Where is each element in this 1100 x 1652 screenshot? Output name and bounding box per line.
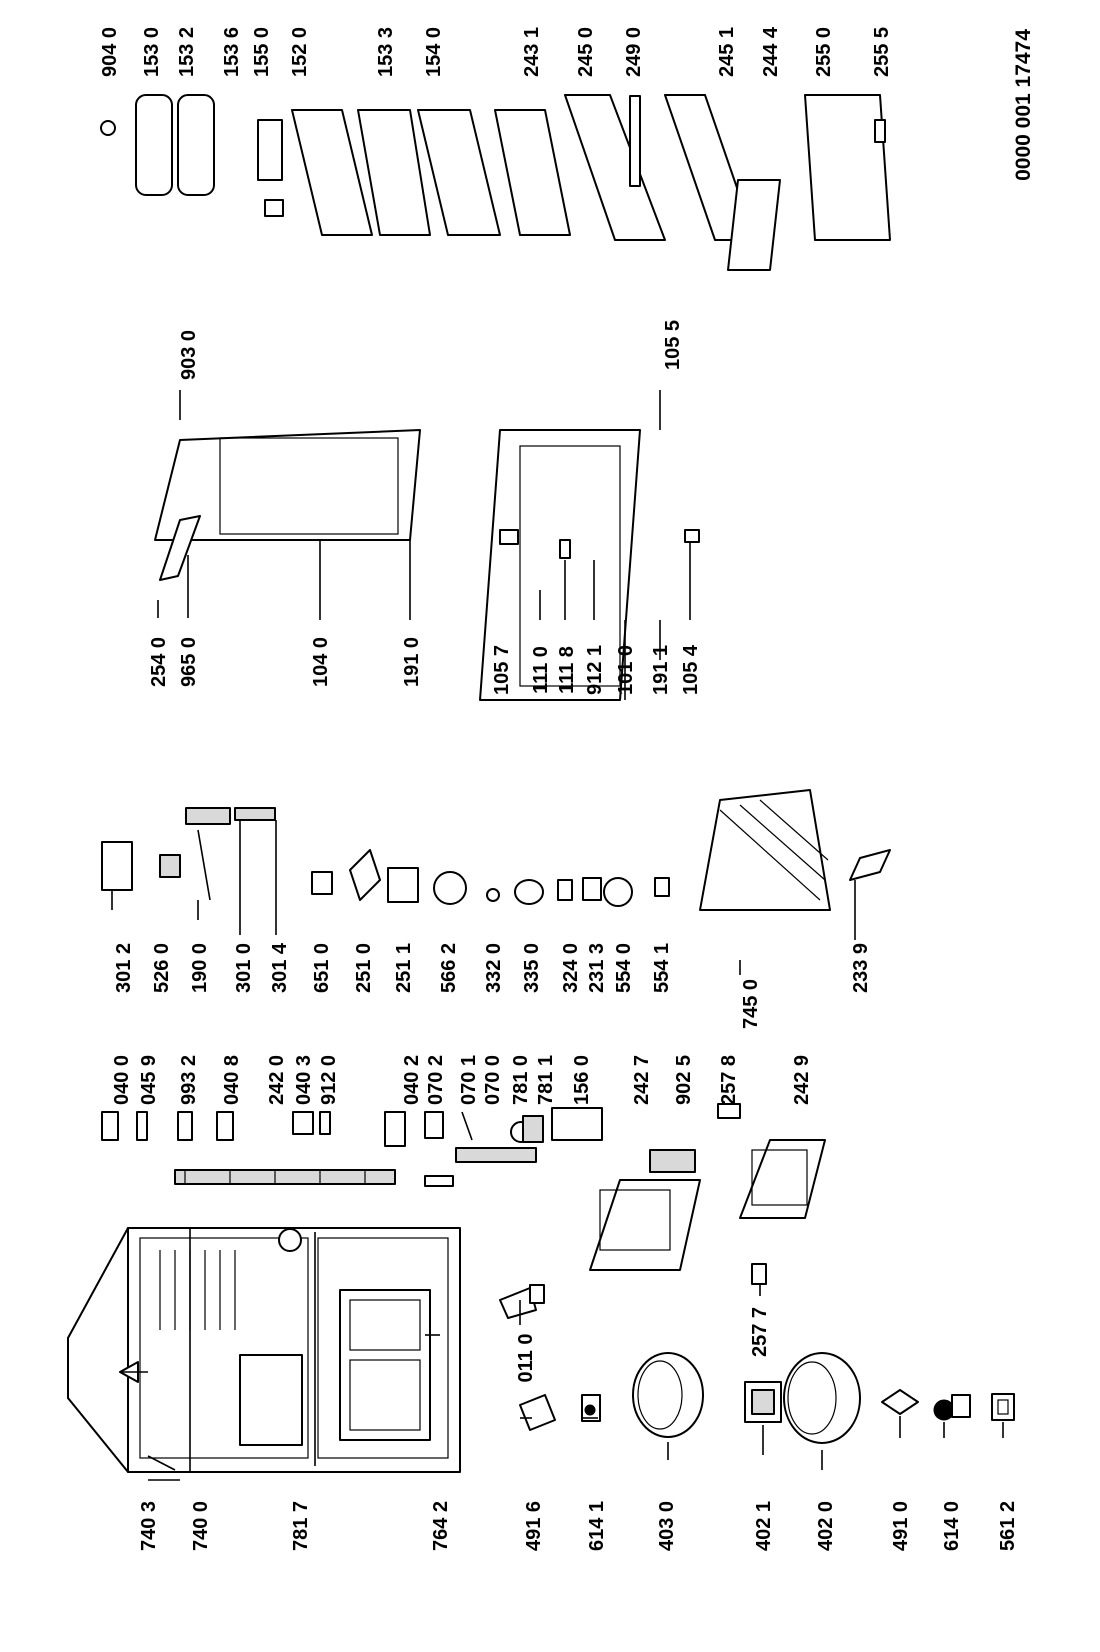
part-label: 070 2 — [425, 1055, 447, 1105]
part-label: 153 2 — [176, 27, 198, 77]
part-label: 040 0 — [111, 1055, 133, 1105]
part-label: 651 0 — [311, 943, 333, 993]
part-label: 070 0 — [482, 1055, 504, 1105]
part-label: 402 0 — [815, 1501, 837, 1551]
part-label: 153 0 — [141, 27, 163, 77]
part-label: 153 3 — [375, 27, 397, 77]
part-label: 191 1 — [650, 645, 672, 695]
callout-labels: 740 3 740 0 781 7 764 2 491 6 614 1 403 … — [99, 26, 1035, 1551]
part-label: 254 0 — [148, 637, 170, 687]
part-label: 251 0 — [353, 943, 375, 993]
part-label: 156 0 — [571, 1055, 593, 1105]
part-label: 105 7 — [491, 645, 513, 695]
part-label: 111 8 — [556, 646, 578, 694]
part-label: 257 8 — [718, 1055, 740, 1105]
part-label: 244 4 — [760, 26, 782, 77]
part-label: 243 1 — [521, 27, 543, 77]
part-label: 904 0 — [99, 27, 121, 77]
part-label: 242 0 — [266, 1055, 288, 1105]
part-label: 740 0 — [190, 1501, 212, 1551]
part-label: 242 9 — [791, 1055, 813, 1105]
part-label: 101 0 — [615, 645, 637, 695]
part-label: 245 0 — [575, 27, 597, 77]
part-label: 740 3 — [138, 1501, 160, 1551]
part-label: 781 7 — [290, 1501, 312, 1551]
doors — [154, 429, 700, 701]
part-label: 912 1 — [584, 645, 606, 695]
part-label: 255 0 — [813, 27, 835, 77]
part-label: 242 7 — [631, 1055, 653, 1105]
part-label: 190 0 — [189, 943, 211, 993]
part-label: 764 2 — [430, 1501, 452, 1551]
part-label: 153 6 — [221, 27, 243, 77]
part-label: 526 0 — [151, 943, 173, 993]
part-label: 152 0 — [289, 27, 311, 77]
part-label: 245 1 — [716, 27, 738, 77]
part-label: 965 0 — [178, 637, 200, 687]
part-label: 903 0 — [178, 330, 200, 380]
part-label: 111 0 — [530, 646, 552, 694]
part-label: 040 8 — [221, 1055, 243, 1105]
part-label: 255 5 — [871, 27, 893, 77]
part-label: 249 0 — [623, 27, 645, 77]
part-label: 402 1 — [753, 1501, 775, 1551]
evaporator-parts — [101, 789, 891, 911]
cabinet-drawing — [67, 1169, 461, 1473]
part-label: 154 0 — [423, 27, 445, 77]
part-label: 781 1 — [535, 1055, 557, 1105]
part-label: 040 3 — [293, 1055, 315, 1105]
leader-lines — [111, 390, 1004, 1481]
part-label: 011 0 — [515, 1334, 537, 1383]
part-label: 104 0 — [310, 637, 332, 687]
part-label: 403 0 — [656, 1501, 678, 1551]
part-label: 993 2 — [178, 1055, 200, 1105]
part-label: 614 1 — [586, 1501, 608, 1551]
part-label: 566 2 — [438, 943, 460, 993]
part-label: 301 0 — [233, 943, 255, 993]
door-shelves — [100, 94, 891, 271]
part-label: 231 3 — [586, 943, 608, 993]
part-label: 902 5 — [673, 1055, 695, 1105]
part-label: 105 5 — [662, 320, 684, 370]
part-label: 324 0 — [560, 943, 582, 993]
part-label: 554 0 — [613, 943, 635, 993]
part-label: 191 0 — [401, 637, 423, 687]
part-label: 491 6 — [523, 1501, 545, 1551]
part-label: 105 4 — [680, 644, 702, 695]
part-drawings — [67, 94, 1015, 1473]
part-label: 233 9 — [850, 943, 872, 993]
part-label: 781 0 — [510, 1055, 532, 1105]
part-label: 070 1 — [458, 1055, 480, 1105]
part-label: 745 0 — [740, 979, 762, 1029]
part-label: 251 1 — [393, 943, 415, 993]
part-label: 335 0 — [521, 943, 543, 993]
part-label: 491 0 — [890, 1501, 912, 1551]
part-label: 301 4 — [269, 942, 291, 993]
part-label: 554 1 — [651, 943, 673, 993]
part-label: 332 0 — [483, 943, 505, 993]
part-label: 040 2 — [401, 1055, 423, 1105]
drawers — [589, 1103, 826, 1285]
part-label: 257 7 — [749, 1307, 771, 1357]
document-number: 0000 001 17474 — [1012, 29, 1035, 181]
part-label: 561 2 — [997, 1501, 1019, 1551]
part-label: 614 0 — [941, 1501, 963, 1551]
part-label: 912 0 — [318, 1055, 340, 1105]
part-label: 045 9 — [138, 1055, 160, 1105]
part-label: 301 2 — [113, 943, 135, 993]
part-label: 155 0 — [251, 27, 273, 77]
compressor-parts — [519, 1352, 1015, 1444]
